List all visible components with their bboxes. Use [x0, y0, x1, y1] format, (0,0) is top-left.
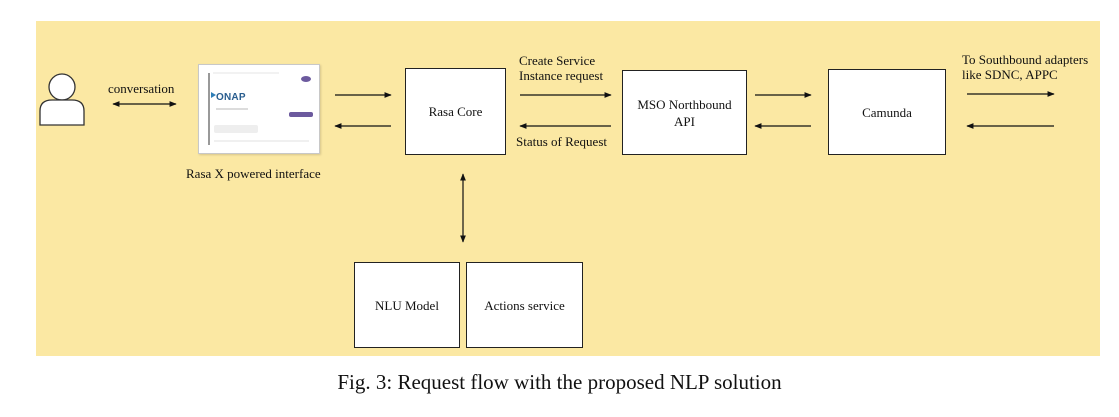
interface-label: Rasa X powered interface [186, 166, 321, 181]
camunda-label: Camunda [862, 104, 912, 120]
figure-caption: Fig. 3: Request flow with the proposed N… [337, 370, 782, 394]
southbound-label-line1: To Southbound adapters [962, 52, 1089, 67]
chat-window-graphic [208, 72, 313, 145]
camunda-box: Camunda [828, 69, 946, 155]
user-icon [39, 73, 85, 126]
actions-service-label: Actions service [484, 297, 565, 313]
status-label: Status of Request [516, 134, 607, 149]
mso-box: MSO Northbound API [622, 70, 747, 155]
create-request-label-line1: Create Service [519, 53, 596, 68]
create-request-label-line2: Instance request [519, 68, 604, 83]
southbound-label-line2: like SDNC, APPC [962, 67, 1058, 82]
rasa-interface-thumbnail: ONAP [198, 64, 320, 154]
actions-service-box: Actions service [466, 262, 583, 348]
conversation-label: conversation [108, 81, 175, 96]
nlu-model-box: NLU Model [354, 262, 460, 348]
mso-label: MSO Northbound API [637, 96, 732, 129]
rasa-core-label: Rasa Core [428, 104, 483, 119]
nlu-model-label: NLU Model [375, 297, 439, 313]
rasa-core-box: Rasa Core [405, 68, 506, 155]
onap-logo: ONAP [216, 92, 246, 103]
